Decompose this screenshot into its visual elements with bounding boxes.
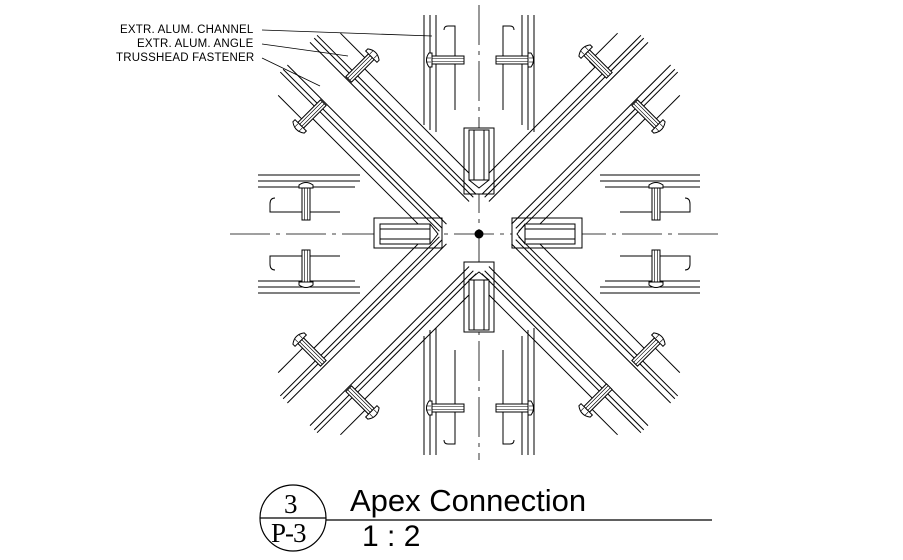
drawing-scale: 1 : 2 — [362, 520, 421, 553]
label-extr-alum-angle: EXTR. ALUM. ANGLE — [137, 38, 254, 50]
label-leaders — [261, 29, 433, 87]
central-bolts — [379, 129, 576, 331]
title-block-graphics — [259, 484, 712, 552]
sheet-reference: P-3 — [271, 518, 307, 548]
detail-number: 3 — [284, 489, 298, 519]
drawing-title: Apex Connection — [350, 483, 587, 518]
label-extr-alum-channel: EXTR. ALUM. CHANNEL — [120, 24, 254, 36]
label-trusshead-fastener: TRUSSHEAD FASTENER — [116, 52, 255, 64]
